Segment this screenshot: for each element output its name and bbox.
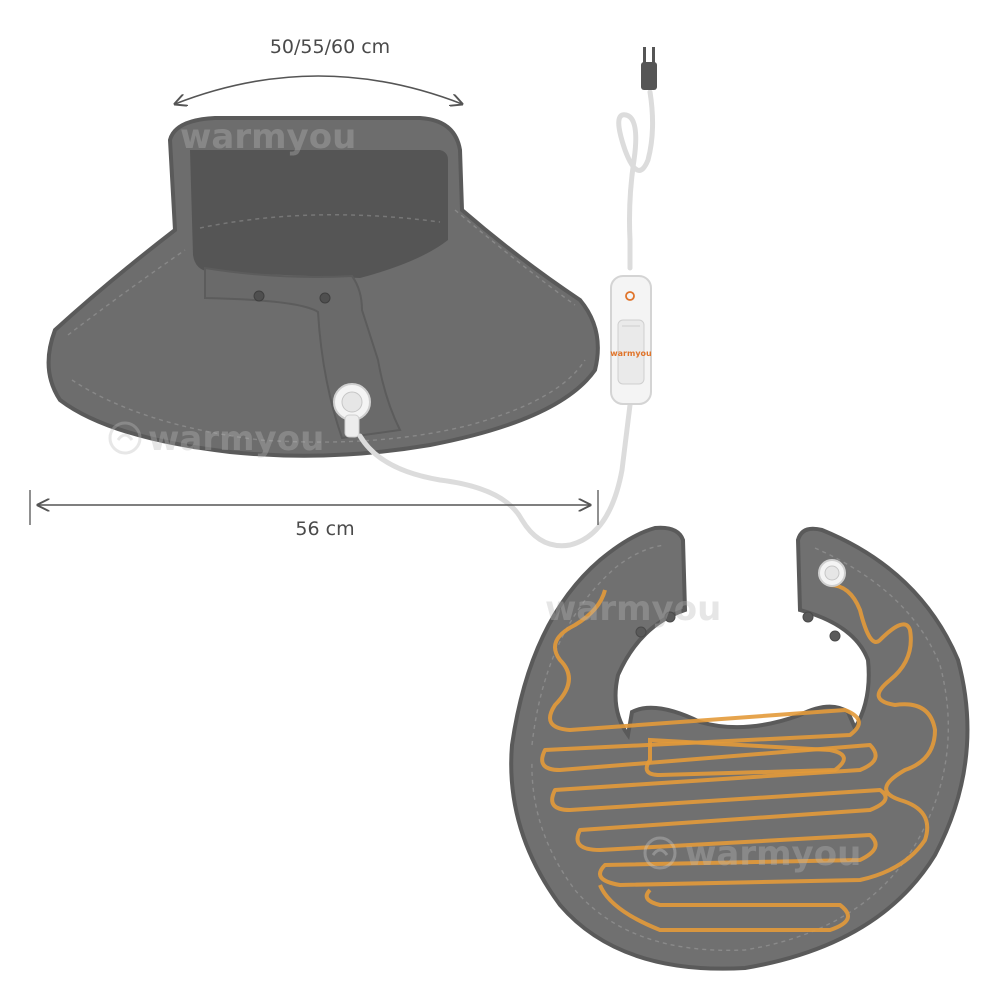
watermark: warmyou <box>148 419 324 459</box>
circumference-dimension: 50/55/60 cm <box>175 36 462 104</box>
connector-socket <box>333 383 371 438</box>
connector-socket <box>818 559 846 587</box>
snap-button <box>802 611 814 623</box>
snap-button <box>319 292 331 304</box>
power-icon <box>625 291 635 301</box>
watermark: warmyou <box>545 589 721 629</box>
width-dimension: 56 cm <box>29 490 599 540</box>
watermark-logo-icon <box>108 421 142 455</box>
heating-wire <box>540 583 937 887</box>
controller-logo: warmyou <box>610 349 652 358</box>
snap-button <box>253 290 265 302</box>
width-label: 56 cm <box>295 518 354 540</box>
controller-slider <box>617 319 645 385</box>
power-cable <box>357 89 656 549</box>
circumference-label: 50/55/60 cm <box>270 36 390 58</box>
snap-button <box>635 626 647 638</box>
watermark-logo-icon <box>643 836 677 870</box>
neck-opening <box>190 150 448 278</box>
snap-button <box>664 611 676 623</box>
watermark: warmyou <box>685 834 861 874</box>
power-plug-icon <box>641 47 657 90</box>
heating-pad-flat-view: warmyou warmyou <box>509 525 970 971</box>
heating-pad-worn-view: warmyou warmyou <box>46 116 600 459</box>
controller: warmyou <box>610 275 652 405</box>
watermark: warmyou <box>180 117 356 157</box>
snap-button <box>829 630 841 642</box>
